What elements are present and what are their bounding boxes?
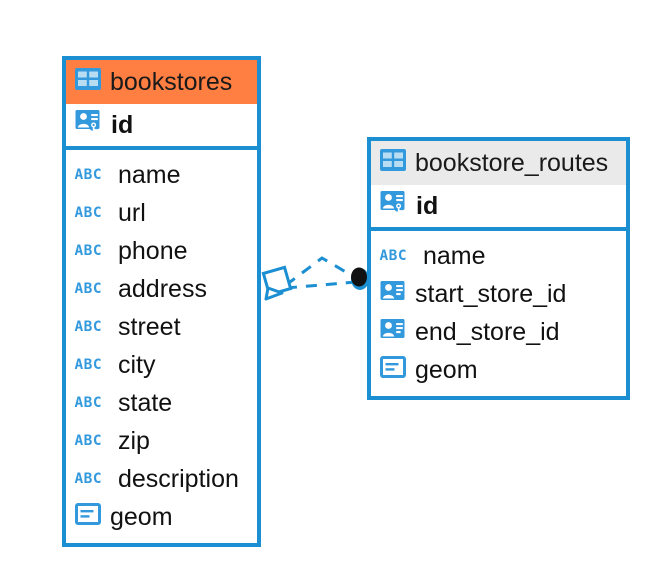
relationship-line-upper — [285, 256, 357, 287]
primary-key-row-bookstore-routes[interactable]: id — [371, 185, 626, 231]
entity-table-bookstores[interactable]: bookstores id — [62, 56, 261, 547]
field-row-address[interactable]: ABC address — [66, 270, 257, 308]
field-row-url[interactable]: ABC url — [66, 194, 257, 232]
field-label: description — [118, 464, 239, 493]
field-row-start-store-id[interactable]: start_store_id — [371, 275, 626, 313]
field-label: geom — [415, 355, 478, 384]
field-row-city[interactable]: ABC city — [66, 346, 257, 384]
field-label: state — [118, 388, 173, 417]
entity-title: bookstore_routes — [415, 148, 609, 177]
field-list-bookstores: ABC name ABC url ABC phone ABC address A… — [66, 150, 257, 543]
field-label: street — [118, 312, 181, 341]
foreign-key-icon — [380, 280, 406, 309]
primary-key-label: id — [416, 191, 439, 220]
field-row-state[interactable]: ABC state — [66, 384, 257, 422]
field-label: start_store_id — [415, 279, 567, 308]
text-abc-icon: ABC — [74, 243, 103, 259]
primary-key-icon — [380, 190, 408, 223]
text-abc-icon: ABC — [74, 433, 103, 449]
field-row-description[interactable]: ABC description — [66, 460, 257, 498]
field-row-end-store-id[interactable]: end_store_id — [371, 313, 626, 351]
field-row-name[interactable]: ABC name — [371, 237, 626, 275]
text-abc-icon: ABC — [74, 281, 103, 297]
relationship-line-lower — [285, 280, 357, 290]
primary-key-row-bookstores[interactable]: id — [66, 104, 257, 150]
text-abc-icon: ABC — [74, 395, 103, 411]
field-row-street[interactable]: ABC street — [66, 308, 257, 346]
field-list-bookstore-routes: ABC name start_store_id — [371, 231, 626, 396]
field-label: phone — [118, 236, 188, 265]
field-row-phone[interactable]: ABC phone — [66, 232, 257, 270]
entity-header-bookstores[interactable]: bookstores — [66, 60, 257, 104]
field-label: zip — [118, 426, 150, 455]
field-label: name — [423, 241, 486, 270]
field-label: end_store_id — [415, 317, 560, 346]
diamond-pointer-marker[interactable] — [261, 265, 293, 301]
text-abc-icon: ABC — [74, 471, 103, 487]
table-icon — [75, 67, 101, 97]
table-icon — [380, 148, 406, 178]
field-row-geom[interactable]: geom — [66, 498, 257, 536]
field-label: name — [118, 160, 181, 189]
text-abc-icon: ABC — [379, 248, 408, 264]
text-abc-icon: ABC — [74, 167, 103, 183]
field-row-geom[interactable]: geom — [371, 351, 626, 389]
primary-key-label: id — [111, 110, 134, 139]
entity-title: bookstores — [110, 67, 233, 96]
entity-table-bookstore-routes[interactable]: bookstore_routes id — [367, 137, 630, 400]
field-label: url — [118, 198, 146, 227]
entity-header-bookstore-routes[interactable]: bookstore_routes — [371, 141, 626, 185]
text-abc-icon: ABC — [74, 319, 103, 335]
text-abc-icon: ABC — [74, 205, 103, 221]
field-label: address — [118, 274, 207, 303]
field-label: geom — [110, 502, 173, 531]
geometry-icon — [75, 502, 101, 532]
field-row-zip[interactable]: ABC zip — [66, 422, 257, 460]
field-label: city — [118, 350, 156, 379]
primary-key-icon — [75, 109, 103, 142]
geometry-icon — [380, 355, 406, 385]
field-row-name[interactable]: ABC name — [66, 156, 257, 194]
text-abc-icon: ABC — [74, 357, 103, 373]
foreign-key-icon — [380, 318, 406, 347]
